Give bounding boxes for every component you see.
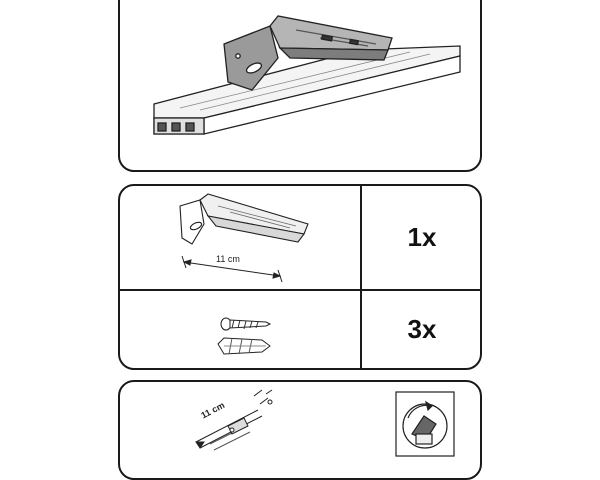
- bracket-part-drawing: [179, 193, 309, 245]
- installation-step-panel: 11 cm: [118, 380, 482, 480]
- parts-list-panel: 11 cm 1x 3x: [118, 184, 482, 370]
- wall-plug-icon: [217, 337, 271, 355]
- parts-row-divider: [120, 289, 480, 291]
- screw-set-quantity: 3x: [407, 314, 437, 344]
- installation-step-illustrations: 11 cm: [195, 389, 455, 457]
- bracket-rotation-icon: [395, 391, 455, 457]
- drill-template-drawing: [195, 389, 273, 451]
- screw-icon: [220, 317, 272, 331]
- parts-column-divider: [360, 186, 362, 368]
- bracket-quantity: 1x: [407, 222, 437, 252]
- parts-illustrations: 11 cm: [179, 193, 309, 355]
- bracket-length-label: 11 cm: [216, 254, 240, 264]
- bracket-dimension-line: [181, 255, 283, 283]
- step-dimension-label: 11 cm: [199, 400, 226, 421]
- mounting-bracket: [223, 15, 393, 91]
- assembly-overview-panel: [118, 0, 482, 172]
- double-track-rail: [153, 45, 461, 135]
- track-with-bracket-illustration: [153, 15, 461, 135]
